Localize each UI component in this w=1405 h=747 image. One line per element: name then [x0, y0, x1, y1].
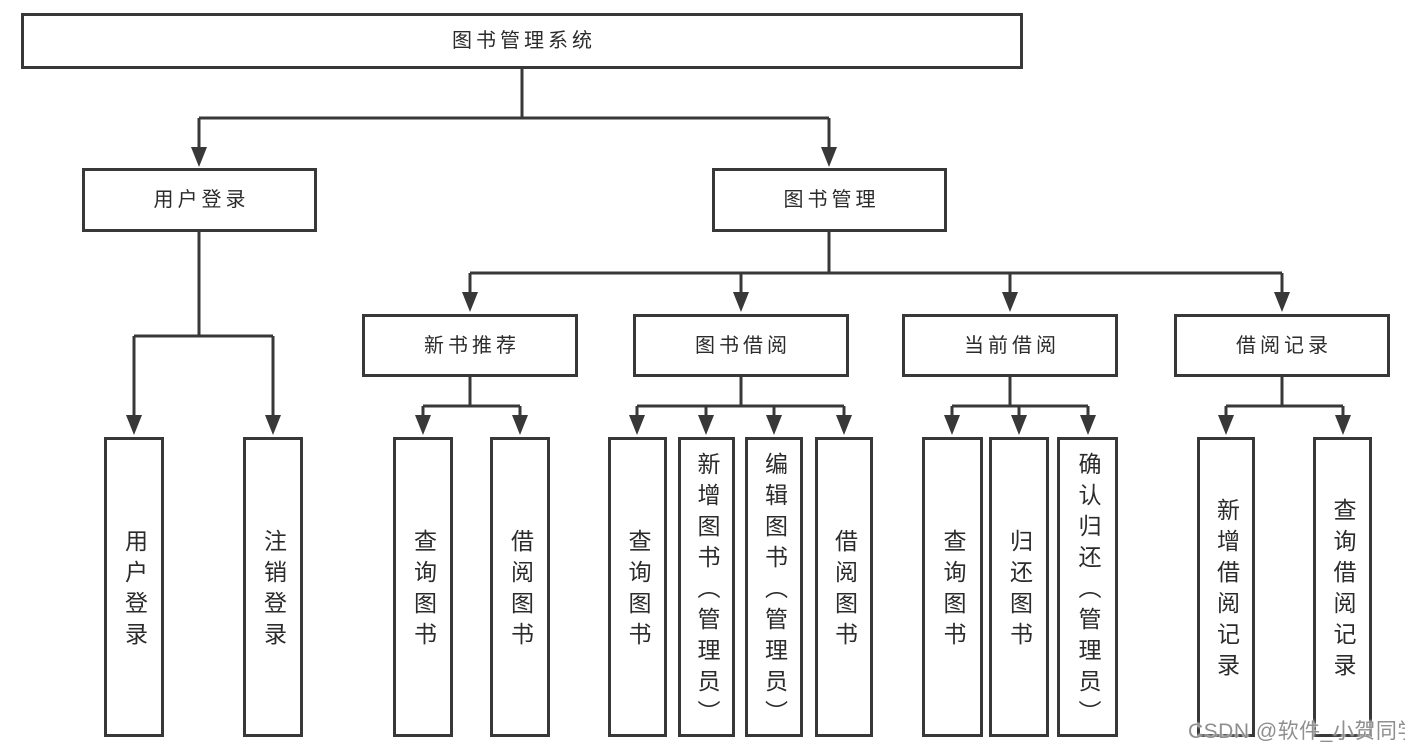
leaf-add-borrow-record: 新增借阅记录 [1197, 437, 1255, 737]
node-book-management: 图书管理 [712, 168, 947, 232]
node-user-login: 用户登录 [82, 168, 317, 232]
leaf-query-books-current: 查询图书 [922, 437, 983, 737]
leaf-user-login: 用户登录 [104, 437, 164, 737]
node-borrow-records: 借阅记录 [1174, 314, 1390, 377]
node-new-book-recommend: 新书推荐 [362, 314, 578, 377]
leaf-borrow-books-recommend: 借阅图书 [490, 437, 550, 737]
leaf-return-book: 归还图书 [989, 437, 1049, 737]
leaf-borrow-books: 借阅图书 [815, 437, 873, 737]
leaf-query-borrow-record: 查询借阅记录 [1313, 437, 1372, 737]
leaf-logout: 注销登录 [243, 437, 303, 737]
leaf-edit-book-admin: 编辑图书（管理员） [745, 437, 803, 737]
leaf-query-books-borrow: 查询图书 [608, 437, 667, 737]
csdn-watermark: CSDN @软件_小贺同学 [1188, 720, 1405, 743]
leaf-add-book-admin: 新增图书（管理员） [678, 437, 735, 737]
node-library-management-system: 图书管理系统 [21, 13, 1023, 69]
leaf-confirm-return-admin: 确认归还（管理员） [1057, 437, 1118, 737]
leaf-query-books-recommend: 查询图书 [393, 437, 453, 737]
node-book-borrow: 图书借阅 [633, 314, 849, 377]
node-current-borrow: 当前借阅 [902, 314, 1118, 377]
